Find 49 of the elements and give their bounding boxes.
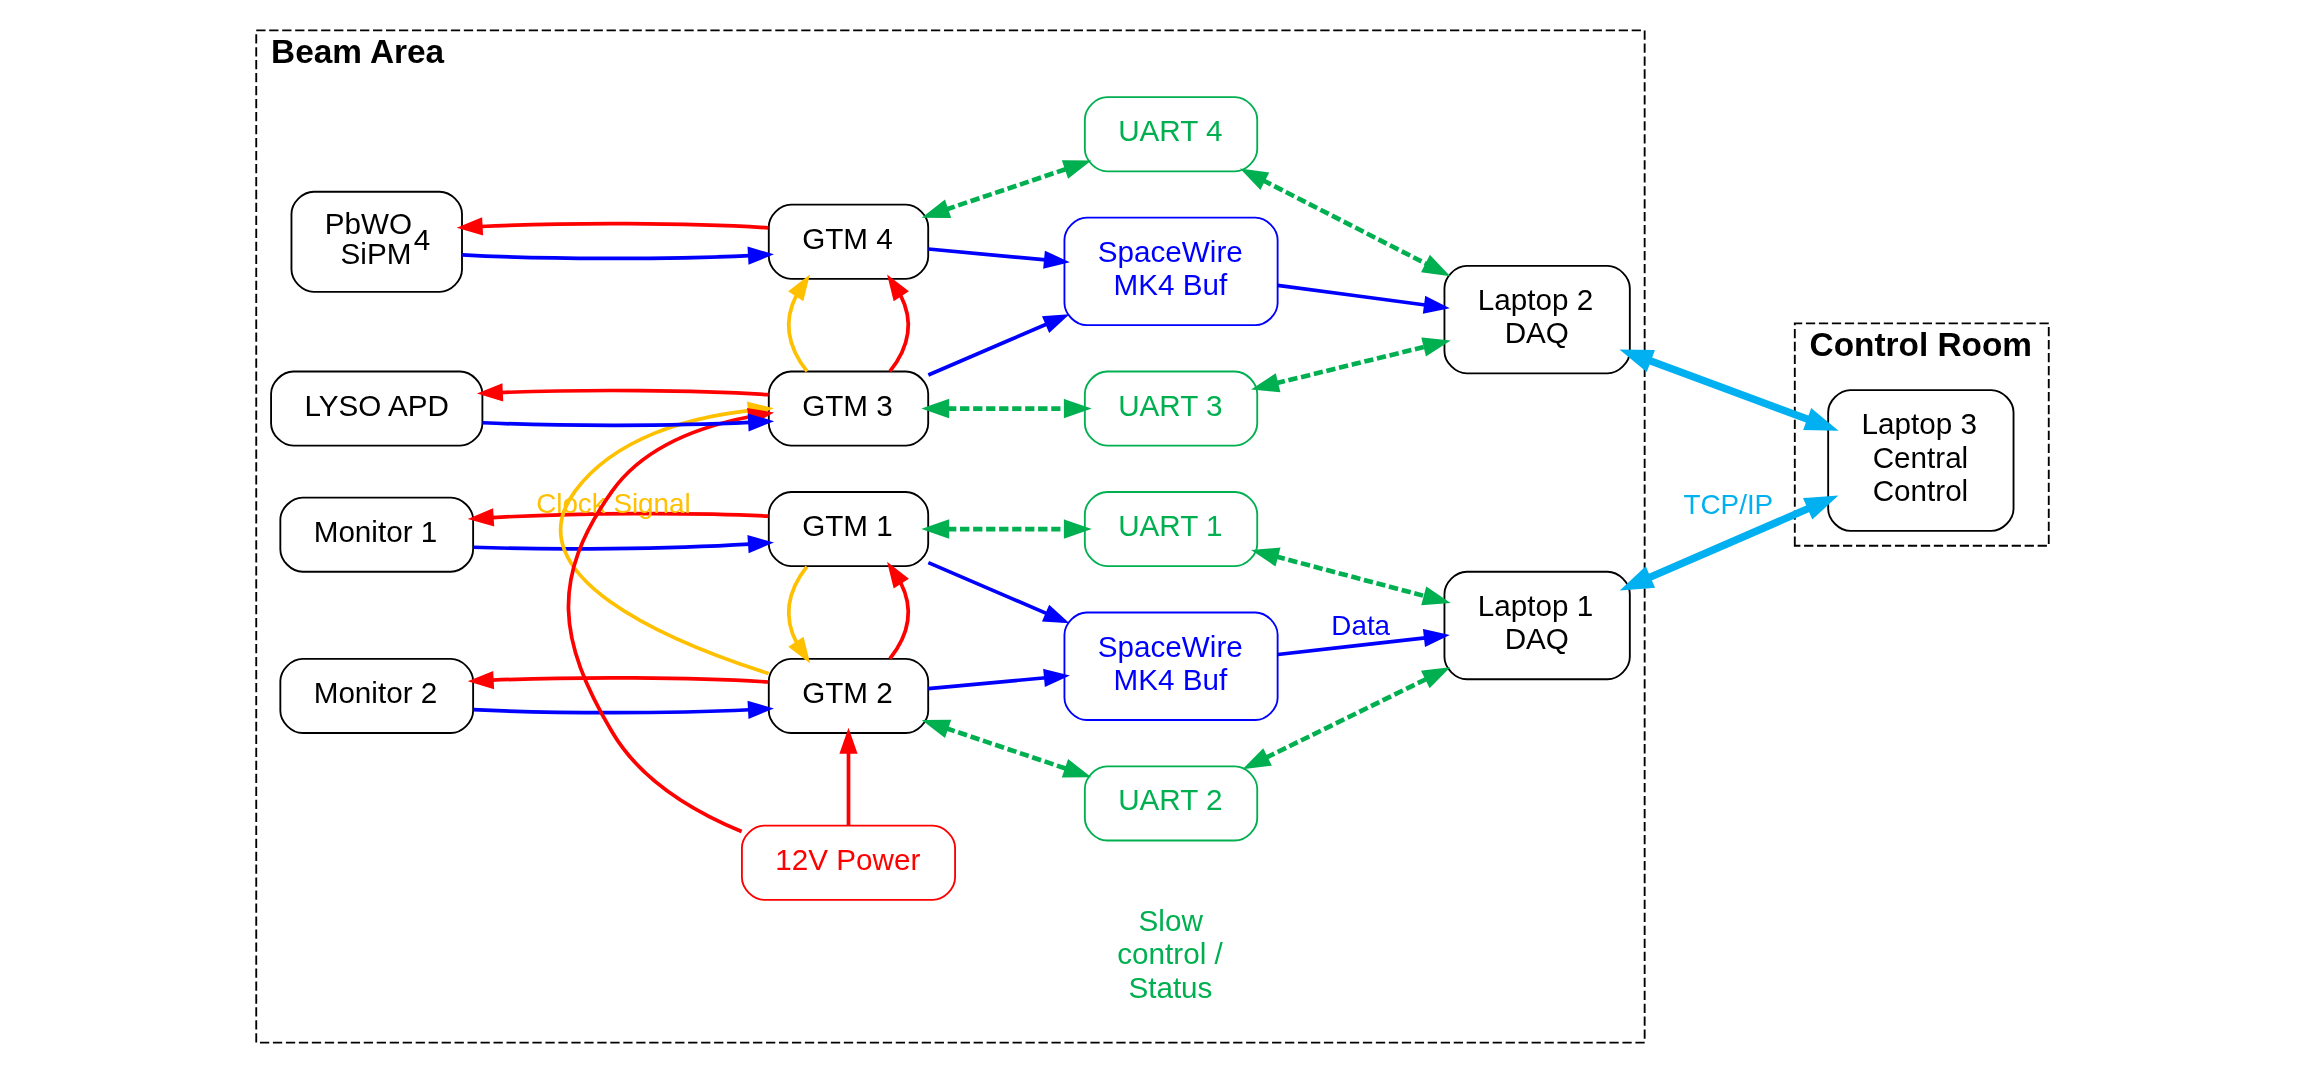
arrow [1619,495,1839,591]
arrow [1242,667,1451,770]
arrow [927,560,1070,624]
edge-label: Data [1331,609,1391,641]
arrow [467,671,769,690]
node-box: GTM 2 [767,657,930,734]
arrow [927,314,1070,377]
arrow [928,247,1070,269]
arrow [482,413,775,432]
arrow [839,727,858,826]
arrow [1251,547,1451,606]
label: Slow control / Status [1117,903,1223,1004]
node-box: GTM 3 [767,370,930,447]
arrow [921,719,1092,778]
arrow [786,274,810,373]
arrow [1619,349,1839,431]
node-box: GTM 4 [767,203,930,280]
node-box: Monitor 1 [279,496,475,573]
arrow [921,160,1092,219]
arrow [476,383,769,402]
arrow [1277,283,1450,314]
arrow [1240,168,1451,277]
arrow [456,217,769,236]
node-box: Laptop 3 Central Control [1827,389,2015,532]
edge-label: TCP/IP [1683,489,1774,521]
node-box: Monitor 2 [279,657,475,734]
node-box: UART 4 [1083,96,1259,173]
arrow [928,668,1070,691]
arrow [473,700,774,719]
node-box: SpaceWire MK4 Buf [1063,611,1279,721]
arrow [462,246,774,265]
arrow [786,565,811,664]
arrow [1251,337,1451,393]
node-box: UART 3 [1083,370,1259,447]
node-box: LYSO APD [270,370,484,447]
node-box: UART 2 [1083,765,1259,842]
node-box: GTM 1 [767,491,930,568]
node-box: 12V Power [741,824,956,901]
node-box: SpaceWire MK4 Buf [1063,216,1279,327]
arrow [887,274,911,373]
arrow [473,535,774,554]
node-box: Laptop 1 DAQ [1443,570,1631,681]
arrow [921,519,1092,539]
arrow [921,398,1092,419]
arrow [467,508,769,527]
arrow [1277,628,1450,657]
arrow [887,561,911,660]
node-box: UART 1 [1083,491,1259,568]
node-box: Laptop 2 DAQ [1443,264,1631,375]
